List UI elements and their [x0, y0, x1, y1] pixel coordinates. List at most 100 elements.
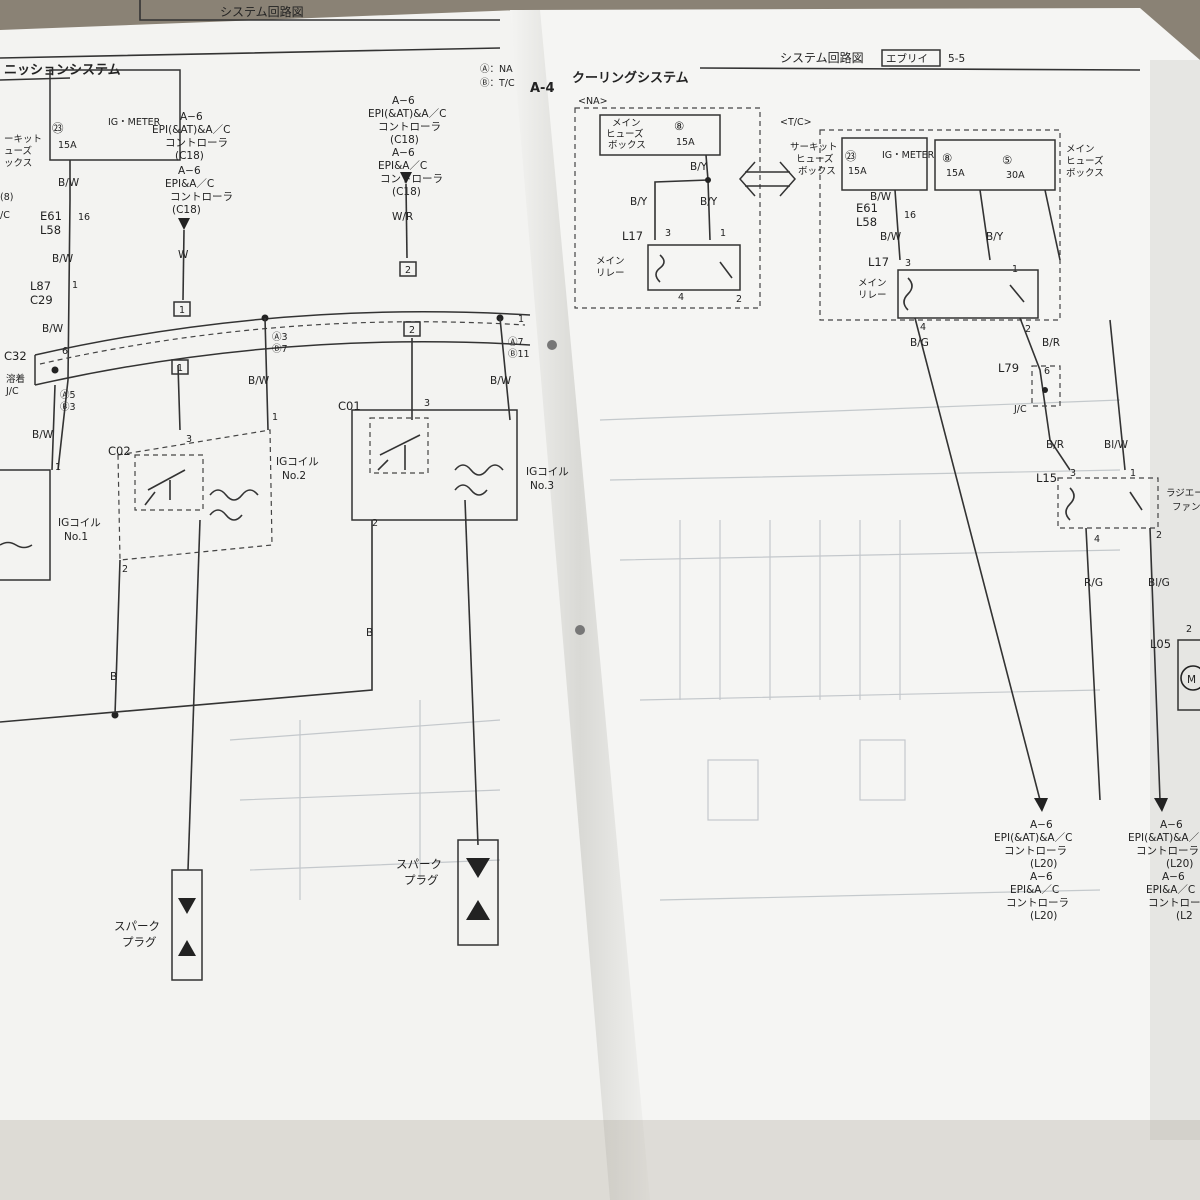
ab-mark-tc: Ⓑ：T/C: [480, 78, 515, 89]
spark-plug-1: [171, 869, 203, 981]
svg-text:A−6: A−6: [178, 165, 201, 177]
svg-text:4: 4: [920, 322, 926, 333]
svg-text:EPI&A／C: EPI&A／C: [1146, 884, 1195, 896]
ab-mark-na: Ⓐ：NA: [480, 64, 513, 75]
svg-text:⑧: ⑧: [942, 151, 952, 165]
svg-text:(L20): (L20): [1030, 858, 1057, 870]
svg-text:B/W: B/W: [42, 323, 64, 335]
svg-text:C29: C29: [30, 293, 53, 307]
page-no: 5-5: [948, 53, 965, 65]
svg-text:コントローラ: コントローラ: [1148, 897, 1200, 909]
svg-text:15A: 15A: [946, 168, 965, 179]
svg-text:ヒューズ: ヒューズ: [606, 128, 644, 140]
svg-text:EPI&A／C: EPI&A／C: [1010, 884, 1059, 896]
svg-text:1: 1: [177, 363, 183, 374]
svg-text:IG・METER: IG・METER: [882, 150, 935, 161]
svg-text:6: 6: [1044, 366, 1050, 377]
svg-text:B/R: B/R: [1046, 439, 1064, 451]
svg-text:(C18): (C18): [172, 204, 201, 216]
svg-text:B/W: B/W: [880, 231, 902, 243]
svg-text:コントローラ: コントローラ: [378, 121, 441, 133]
svg-text:15A: 15A: [676, 137, 695, 148]
model-tag: エブリイ: [886, 52, 928, 65]
right-section-title: クーリングシステム: [572, 70, 689, 86]
svg-text:EPI&A／C: EPI&A／C: [378, 160, 427, 172]
svg-text:1: 1: [179, 305, 185, 316]
svg-text:A−6: A−6: [1162, 871, 1185, 883]
svg-text:EPI(&AT)&A／: EPI(&AT)&A／: [1128, 832, 1200, 844]
page-edges: [1150, 60, 1200, 1140]
svg-text:ラジエー: ラジエー: [1166, 488, 1200, 499]
svg-text:ヒューズ: ヒューズ: [796, 153, 834, 165]
svg-text:B/W: B/W: [490, 375, 512, 387]
svg-text:A−6: A−6: [180, 111, 203, 123]
svg-text:C01: C01: [338, 399, 361, 413]
svg-text:3: 3: [665, 228, 671, 239]
svg-text:コントローラ: コントローラ: [1136, 845, 1199, 857]
svg-text:30A: 30A: [1006, 170, 1025, 181]
svg-text:EPI(&AT)&A／C: EPI(&AT)&A／C: [152, 124, 230, 136]
svg-text:16: 16: [78, 212, 90, 223]
ig-coil-no3: [351, 409, 518, 521]
svg-text:L15: L15: [1036, 471, 1057, 485]
svg-text:コントローラ: コントローラ: [170, 191, 233, 203]
svg-text:/C: /C: [0, 210, 10, 221]
svg-text:B/W: B/W: [248, 375, 270, 387]
svg-text:リレー: リレー: [596, 268, 625, 279]
svg-text:コントローラ: コントローラ: [1004, 845, 1067, 857]
svg-text:L17: L17: [622, 229, 643, 243]
svg-text:M: M: [1187, 674, 1196, 686]
svg-text:1: 1: [1130, 468, 1136, 479]
svg-text:L17: L17: [868, 255, 889, 269]
svg-text:A−6: A−6: [1160, 819, 1183, 831]
svg-text:W: W: [178, 249, 189, 261]
ig-coil-no1: [0, 469, 51, 581]
svg-text:Ⓑ7: Ⓑ7: [272, 344, 288, 355]
svg-text:L79: L79: [998, 361, 1019, 375]
svg-text:B/W: B/W: [870, 191, 892, 203]
svg-text:B: B: [366, 627, 373, 639]
binding-hole: [547, 340, 557, 350]
svg-text:1: 1: [72, 280, 78, 291]
bleed-through: [229, 399, 1121, 901]
section-no: A-4: [530, 81, 555, 96]
svg-text:E61: E61: [40, 209, 62, 223]
right-header: システム回路図: [780, 50, 864, 65]
svg-text:<T/C>: <T/C>: [780, 117, 812, 128]
svg-text:C02: C02: [108, 444, 131, 458]
svg-text:ボックス: ボックス: [608, 140, 646, 151]
svg-text:4: 4: [678, 292, 684, 303]
svg-text:B/Y: B/Y: [630, 196, 648, 208]
fuse-no: ㉓: [52, 121, 64, 135]
svg-text:IGコイル: IGコイル: [526, 466, 569, 478]
svg-text:ックス: ックス: [4, 158, 32, 169]
svg-text:2: 2: [122, 564, 128, 575]
svg-text:(8): (8): [0, 192, 13, 203]
svg-text:メイン: メイン: [596, 256, 625, 267]
svg-text:2: 2: [372, 518, 378, 529]
svg-text:ューズ: ューズ: [4, 145, 33, 157]
svg-text:<NA>: <NA>: [578, 96, 608, 107]
fuse-amp: 15A: [58, 140, 77, 151]
svg-text:ーキット: ーキット: [4, 134, 42, 145]
svg-text:B/R: B/R: [1042, 337, 1060, 349]
fuse-label: IG・METER: [108, 117, 161, 128]
left-page: [0, 10, 630, 1200]
svg-text:B: B: [110, 671, 117, 683]
svg-text:ボックス: ボックス: [1066, 168, 1104, 179]
svg-text:IGコイル: IGコイル: [58, 517, 101, 529]
svg-text:R/G: R/G: [1084, 577, 1103, 589]
spark-plug-2: [457, 839, 499, 946]
svg-text:Ⓑ3: Ⓑ3: [60, 402, 76, 413]
svg-text:A−6: A−6: [1030, 871, 1053, 883]
svg-text:コントローラ: コントローラ: [1006, 897, 1069, 909]
svg-text:IGコイル: IGコイル: [276, 456, 319, 468]
svg-text:2: 2: [736, 294, 742, 305]
svg-text:B/Y: B/Y: [986, 231, 1004, 243]
svg-text:A−6: A−6: [392, 95, 415, 107]
svg-text:スパーク: スパーク: [114, 919, 160, 933]
svg-text:2: 2: [1186, 624, 1192, 635]
svg-text:No.3: No.3: [530, 480, 554, 492]
